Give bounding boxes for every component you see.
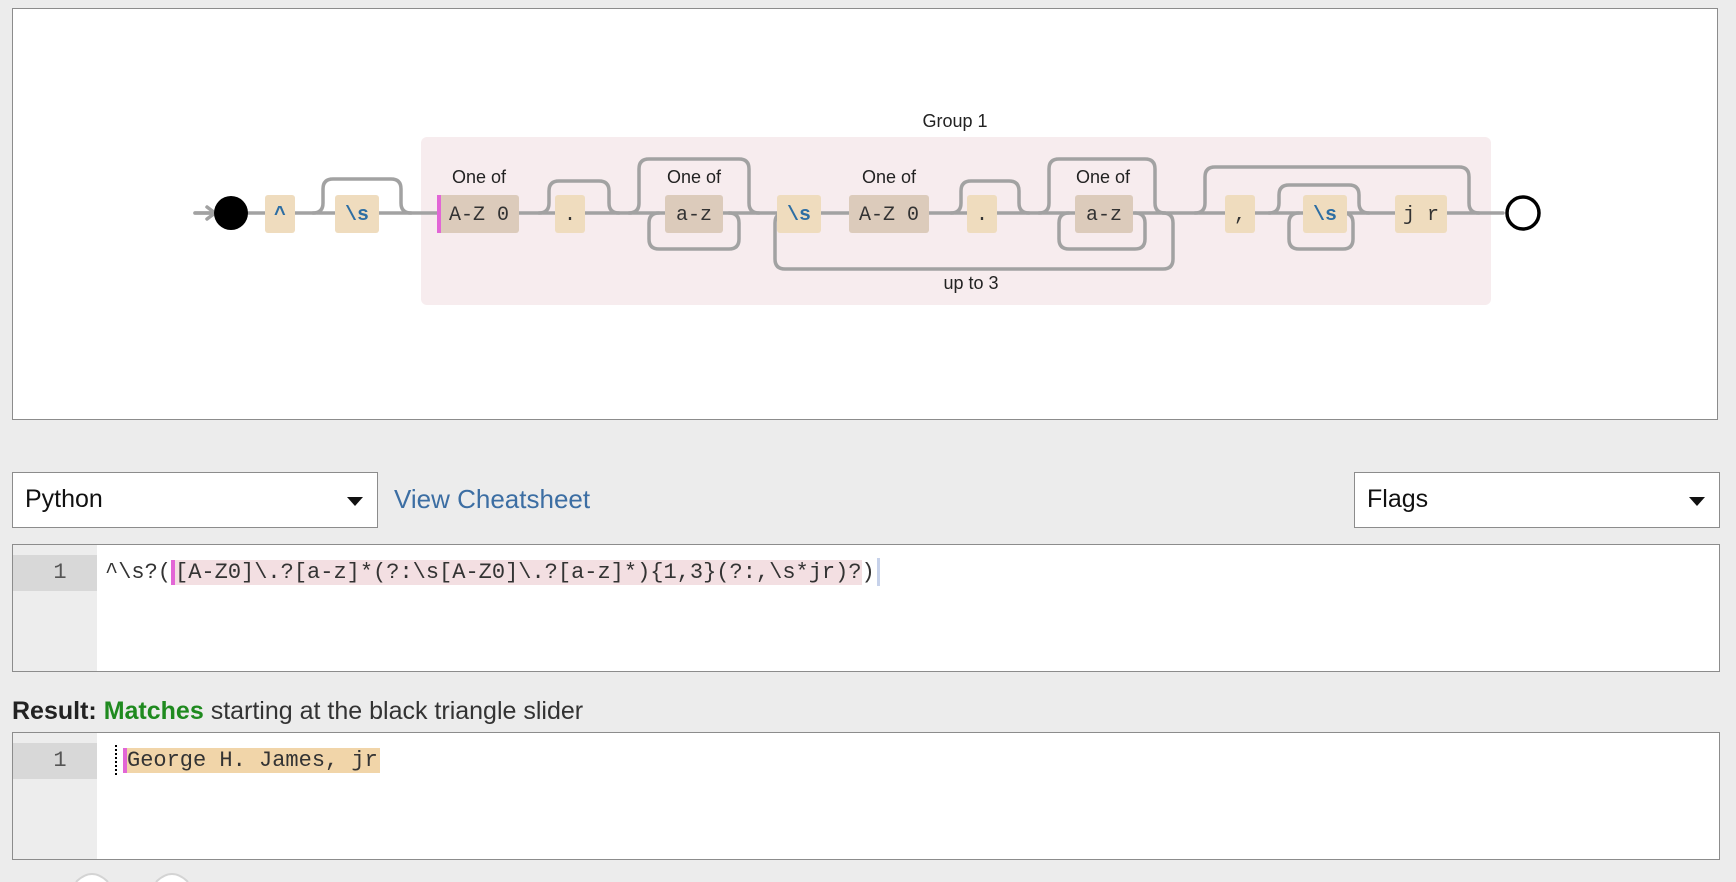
end-node [1505, 195, 1541, 231]
svg-text:.: . [976, 204, 988, 227]
result-line: Result: Matches starting at the black tr… [12, 694, 583, 728]
regex-prefix: ^\s?( [105, 560, 172, 585]
one-of-label-2: One of [667, 167, 722, 187]
svg-text:.: . [564, 204, 576, 227]
svg-text:\s: \s [345, 204, 369, 227]
node-anchor: ^ [265, 195, 295, 233]
one-of-label-3: One of [862, 167, 917, 187]
test-string-editor[interactable]: 1 George H. James, jr [12, 732, 1720, 860]
test-code-line[interactable]: George H. James, jr [113, 743, 380, 779]
result-label: Result: [12, 697, 97, 725]
node-literal-jr: j r [1395, 195, 1447, 233]
svg-text:^: ^ [274, 204, 286, 227]
chevron-down-icon [347, 497, 363, 506]
start-slider-marker[interactable] [115, 745, 117, 776]
match-highlight: George H. James, jr [123, 748, 380, 773]
repeat-label: up to 3 [943, 273, 998, 293]
svg-text:\s: \s [787, 204, 811, 227]
node-charset-upper-1: A-Z 0 [437, 195, 519, 233]
svg-text:A-Z 0: A-Z 0 [859, 204, 919, 227]
one-of-label-1: One of [452, 167, 507, 187]
node-charset-lower-1: a-z [665, 195, 723, 233]
node-comma: , [1225, 195, 1255, 233]
cursor-marker [437, 195, 441, 233]
line-number: 1 [13, 555, 97, 591]
regex-group-highlight: [A-Z0]\.?[a-z]*(?:\s[A-Z0]\.?[a-z]*){1,3… [171, 560, 862, 585]
group-end-marker [876, 558, 880, 587]
railroad-svg: Group 1 [193, 111, 1541, 305]
node-whitespace-1: \s [335, 195, 379, 233]
one-of-label-4: One of [1076, 167, 1131, 187]
language-select-value: Python [25, 485, 103, 513]
view-cheatsheet-link[interactable]: View Cheatsheet [394, 484, 591, 514]
svg-text:A-Z 0: A-Z 0 [449, 204, 509, 227]
line-number: 1 [13, 743, 97, 779]
node-dot-2: . [967, 195, 997, 233]
node-charset-upper-2: A-Z 0 [849, 195, 929, 233]
result-detail: starting at the black triangle slider [210, 697, 584, 725]
start-node [214, 196, 248, 230]
bottom-decoration [75, 873, 189, 882]
node-dot-1: . [555, 195, 585, 233]
node-whitespace-2: \s [777, 195, 821, 233]
node-charset-lower-2: a-z [1075, 195, 1133, 233]
regex-suffix: ) [861, 560, 875, 585]
svg-text:j r: j r [1403, 204, 1439, 227]
regex-editor[interactable]: 1 ^\s?([A-Z0]\.?[a-z]*(?:\s[A-Z0]\.?[a-z… [12, 544, 1720, 672]
flags-select-value: Flags [1367, 485, 1429, 513]
flags-select[interactable]: Flags [1354, 472, 1720, 528]
group-1-label: Group 1 [922, 111, 987, 131]
svg-text:a-z: a-z [1086, 204, 1122, 227]
group-1-box [421, 137, 1491, 305]
railroad-diagram: Group 1 [12, 8, 1718, 420]
svg-text:,: , [1234, 204, 1246, 227]
result-status: Matches [103, 697, 204, 725]
node-whitespace-3: \s [1303, 195, 1347, 233]
chevron-down-icon [1689, 497, 1705, 506]
language-select[interactable]: Python [12, 472, 378, 528]
svg-text:\s: \s [1313, 204, 1337, 227]
svg-text:a-z: a-z [676, 204, 712, 227]
regex-code-line[interactable]: ^\s?([A-Z0]\.?[a-z]*(?:\s[A-Z0]\.?[a-z]*… [105, 555, 880, 591]
